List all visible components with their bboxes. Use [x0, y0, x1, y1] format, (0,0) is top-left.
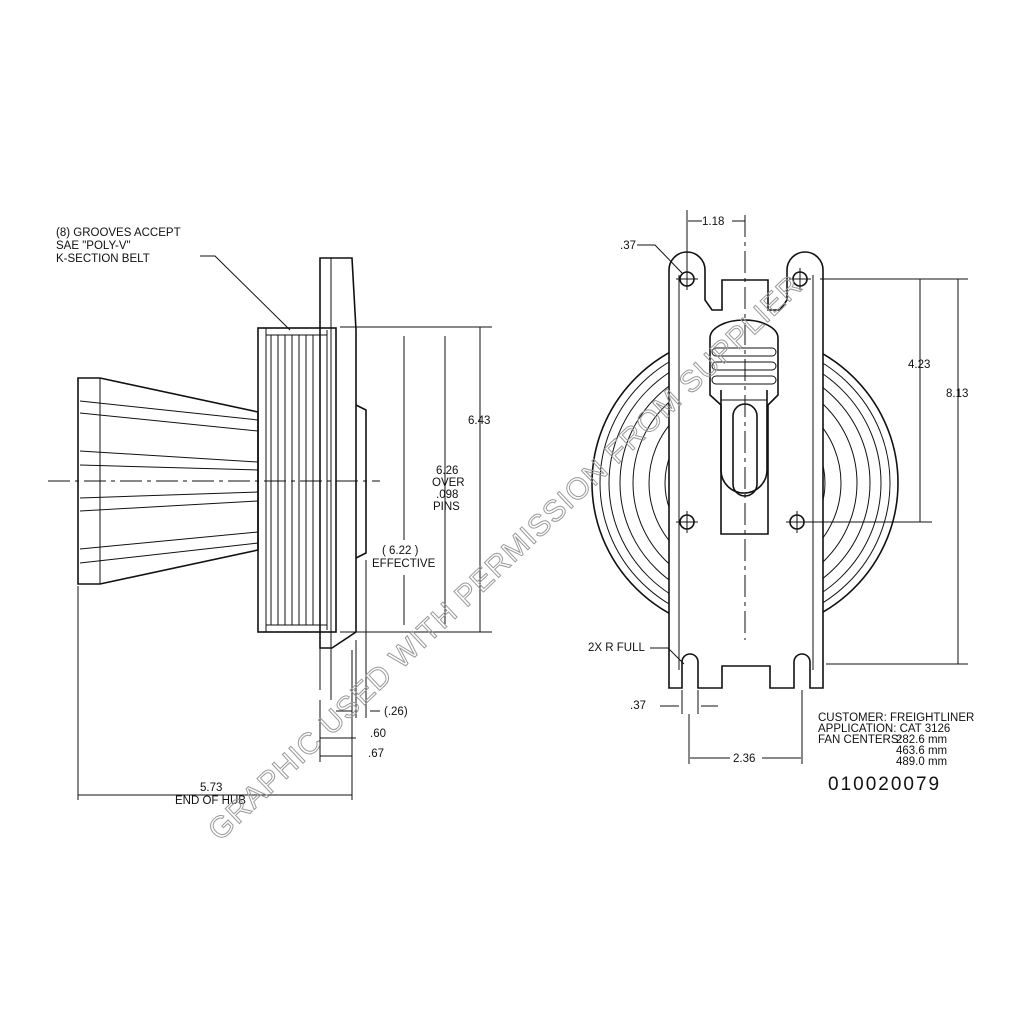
dim-573-line2: END OF HUB: [175, 795, 246, 807]
dim-622-line2: EFFECTIVE: [372, 558, 436, 570]
dim-067-label: .67: [368, 748, 384, 760]
hub-facet: [79, 450, 259, 463]
grooves-leader: [200, 255, 291, 331]
fan-center-1: 282.6 mm: [896, 734, 947, 746]
customer-line: CUSTOMER: FREIGHTLINER: [818, 712, 974, 724]
dim-626-line1: 6.26: [436, 465, 458, 477]
rear-boss: [355, 404, 367, 559]
dim-626-line2: OVER: [432, 477, 465, 489]
dim-236-label: 2.36: [733, 753, 755, 765]
slot-housing: [709, 319, 779, 535]
dim-626-line3: .098: [436, 489, 458, 501]
grooves-note-line1: (8) GROOVES ACCEPT: [56, 227, 181, 239]
bracket-flange: [319, 257, 357, 649]
dim-026-label: (.26): [384, 706, 408, 718]
fan-center-3: 489.0 mm: [896, 756, 947, 768]
hub-facet: [79, 412, 259, 432]
dim-118-label: 1.18: [702, 216, 724, 228]
fan-centers-label: FAN CENTERS:: [818, 734, 902, 746]
hub-facet: [79, 500, 259, 512]
front-view: 1.18 .37 4.23 8.13 2X R FULL .37 2.36: [588, 210, 968, 765]
hub-facet: [79, 491, 259, 499]
dim-423-label: 4.23: [908, 359, 930, 371]
application-line: APPLICATION: CAT 3126: [818, 723, 950, 735]
grooves-note-line2: SAE "POLY-V": [56, 240, 131, 252]
dim-037-top-label: .37: [620, 240, 636, 252]
dim-037-bottom-label: .37: [630, 700, 646, 712]
pulley-groove-section: [257, 327, 337, 633]
dim-626-line4: PINS: [433, 501, 460, 513]
hub-facet: [79, 531, 259, 550]
dim-573-line1: 5.73: [200, 782, 222, 794]
fan-center-2: 463.6 mm: [896, 745, 947, 757]
side-view: (8) GROOVES ACCEPT SAE "POLY-V" K-SECTIO…: [48, 227, 492, 807]
dim-622-line1: ( 6.22 ): [382, 545, 419, 557]
hub-facet: [79, 464, 259, 471]
grooves-note-line3: K-SECTION BELT: [56, 253, 150, 265]
dim-643-label: 6.43: [468, 415, 490, 427]
radius-note-label: 2X R FULL: [588, 642, 645, 654]
dim-060-label: .60: [370, 728, 386, 740]
hub-facet: [79, 400, 259, 421]
info-block: CUSTOMER: FREIGHTLINER APPLICATION: CAT …: [818, 712, 974, 795]
slot-outer: [720, 390, 768, 494]
radius-note-leader: [650, 647, 685, 665]
dim-813-label: 8.13: [946, 388, 968, 400]
dim-037-top-leader: [637, 244, 683, 274]
part-number: 010020079: [828, 774, 941, 795]
hub-facet: [79, 542, 259, 564]
